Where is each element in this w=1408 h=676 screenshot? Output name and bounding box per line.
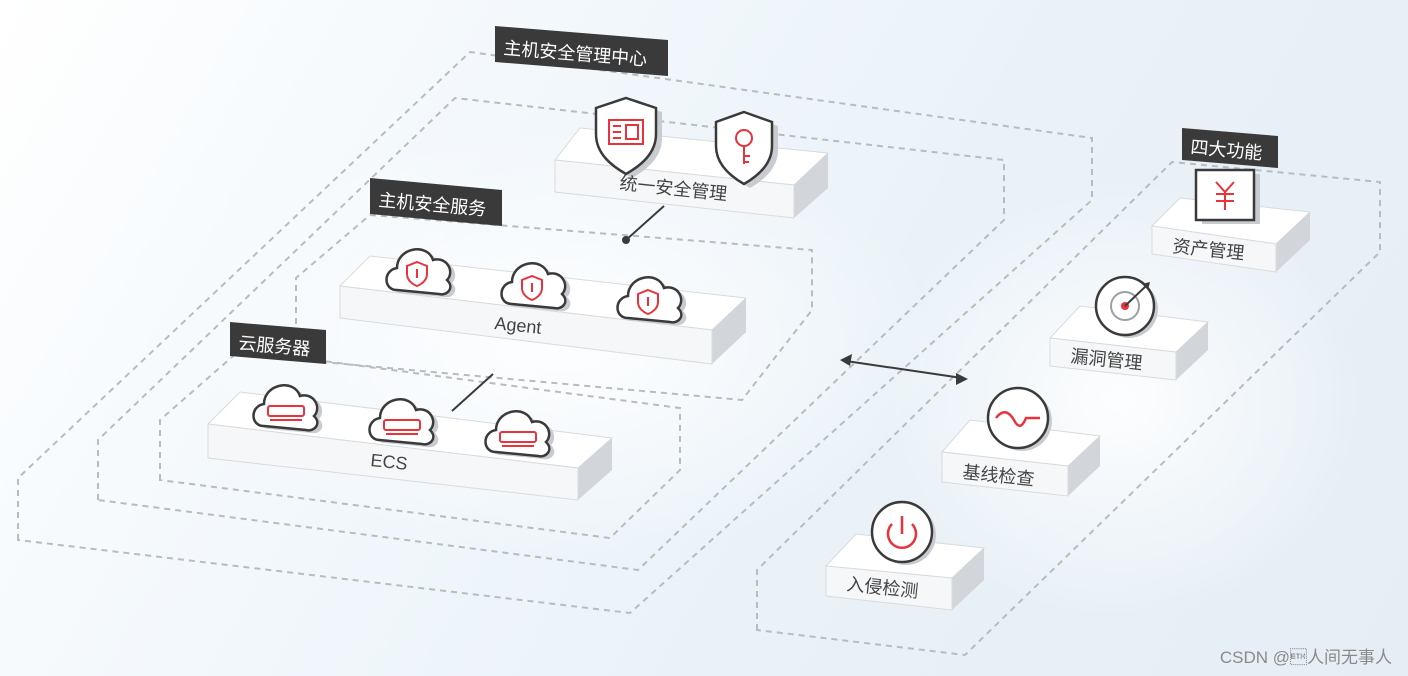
ecs-cloud-server-icon bbox=[252, 384, 323, 434]
connector-agent-ecs bbox=[451, 373, 494, 412]
yuan-icon bbox=[1194, 168, 1260, 224]
agent-cloud-shield-icon bbox=[385, 248, 456, 298]
power-icon bbox=[870, 500, 936, 565]
target-icon bbox=[1094, 275, 1158, 338]
service-tag: 主机安全服务 bbox=[370, 178, 502, 226]
center-region-outline bbox=[17, 50, 1093, 615]
service-region-outline bbox=[97, 96, 1005, 572]
agent-cloud-shield-icon bbox=[500, 262, 571, 312]
agent-region-outline bbox=[295, 213, 813, 402]
agent-label: Agent bbox=[494, 313, 543, 338]
ecs-label: ECS bbox=[370, 450, 409, 474]
server-tag: 云服务器 bbox=[230, 322, 326, 364]
server-region-outline bbox=[159, 348, 681, 540]
center-tag: 主机安全管理中心 bbox=[495, 26, 668, 76]
features-region-outline bbox=[756, 160, 1381, 657]
agent-cloud-shield-icon bbox=[616, 276, 687, 326]
ecs-cloud-server-icon bbox=[484, 410, 555, 460]
bidirectional-arrow bbox=[845, 360, 963, 379]
watermark: CSDN @人间无事人 bbox=[1219, 648, 1392, 667]
shield-key-icon bbox=[714, 110, 778, 188]
features-tag: 四大功能 bbox=[1182, 128, 1278, 168]
shield-document-icon bbox=[594, 96, 662, 178]
wave-icon bbox=[986, 386, 1052, 451]
connector-management-agent bbox=[625, 205, 665, 241]
ecs-cloud-server-icon bbox=[368, 398, 439, 448]
